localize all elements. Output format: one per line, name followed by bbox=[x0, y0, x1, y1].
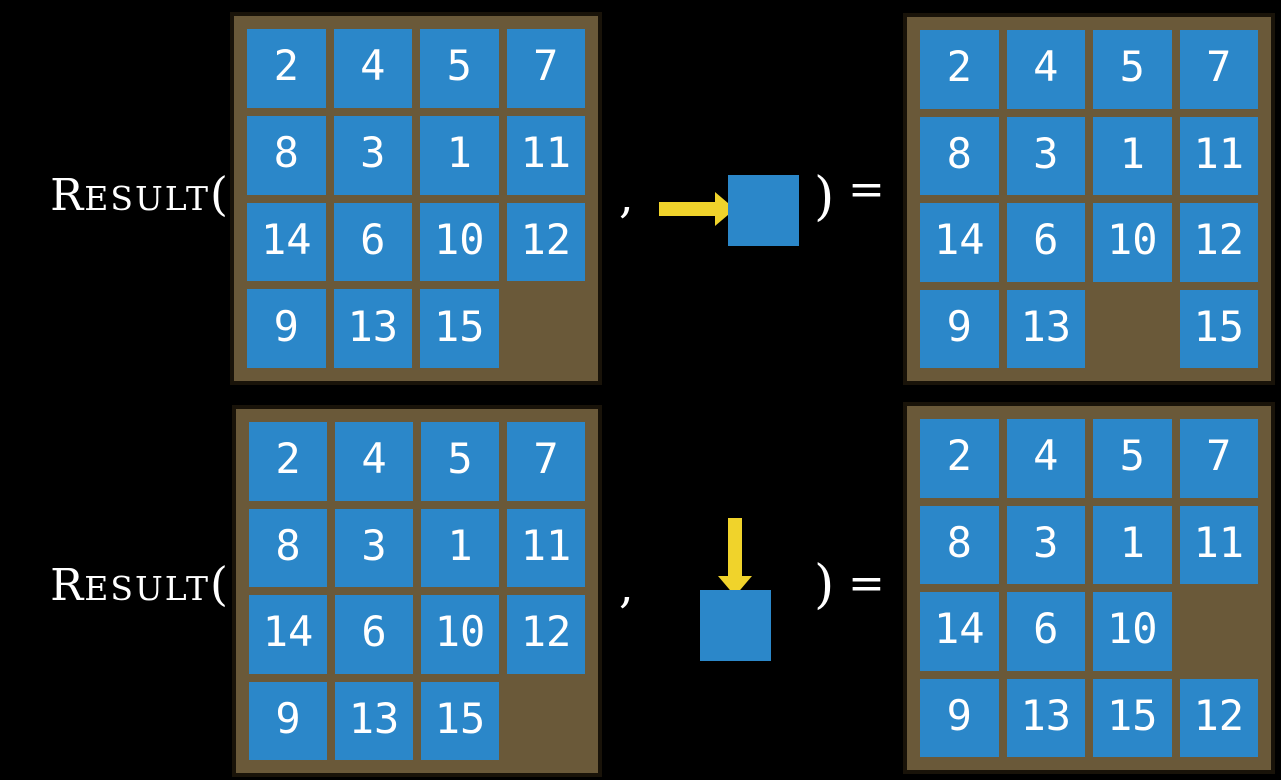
tile-3: 3 bbox=[1006, 505, 1085, 584]
close-paren: ) bbox=[814, 555, 835, 615]
close-paren: ) bbox=[814, 167, 835, 227]
tile-7: 7 bbox=[1179, 30, 1258, 109]
empty-cell bbox=[507, 682, 585, 761]
tile-5: 5 bbox=[420, 29, 499, 108]
empty-cell bbox=[1180, 592, 1259, 671]
tile-2: 2 bbox=[247, 29, 326, 108]
tile-11: 11 bbox=[507, 508, 585, 587]
tile-10: 10 bbox=[1093, 592, 1172, 671]
result-function-label: RESULT( bbox=[28, 171, 228, 218]
tile-13: 13 bbox=[1006, 289, 1085, 368]
function-name-initial: R bbox=[50, 560, 85, 611]
tile-15: 15 bbox=[1093, 678, 1172, 757]
tile-10: 10 bbox=[1093, 203, 1172, 282]
tile-10: 10 bbox=[420, 202, 499, 282]
action-tile bbox=[700, 590, 771, 661]
tile-9: 9 bbox=[249, 681, 327, 760]
tile-3: 3 bbox=[1006, 116, 1085, 195]
tile-9: 9 bbox=[920, 678, 999, 757]
empty-cell bbox=[1093, 290, 1172, 369]
down-arrow-icon bbox=[718, 518, 752, 596]
tile-13: 13 bbox=[335, 681, 413, 760]
tile-14: 14 bbox=[247, 202, 326, 282]
open-paren: ( bbox=[210, 557, 228, 611]
open-paren: ( bbox=[210, 167, 228, 221]
tile-4: 4 bbox=[1006, 419, 1085, 498]
tile-8: 8 bbox=[247, 115, 326, 195]
tile-11: 11 bbox=[1179, 116, 1258, 195]
tile-6: 6 bbox=[1006, 203, 1085, 282]
tile-14: 14 bbox=[249, 595, 327, 674]
tile-13: 13 bbox=[333, 289, 412, 368]
tile-1: 1 bbox=[1093, 116, 1172, 195]
tile-15: 15 bbox=[421, 681, 499, 760]
tile-1: 1 bbox=[1093, 505, 1172, 584]
equals-sign: = bbox=[848, 164, 885, 215]
result-function-label: RESULT( bbox=[28, 561, 228, 608]
tile-6: 6 bbox=[333, 202, 412, 282]
tile-2: 2 bbox=[920, 30, 999, 109]
function-name-rest: ESULT bbox=[84, 569, 211, 608]
tile-3: 3 bbox=[335, 508, 413, 587]
tile-12: 12 bbox=[1179, 203, 1258, 282]
tile-3: 3 bbox=[333, 115, 412, 195]
tile-5: 5 bbox=[421, 422, 499, 501]
tile-2: 2 bbox=[920, 419, 999, 498]
tile-11: 11 bbox=[506, 115, 585, 195]
equals-sign: = bbox=[848, 558, 885, 609]
tile-8: 8 bbox=[920, 505, 999, 584]
tile-7: 7 bbox=[506, 29, 585, 108]
tile-5: 5 bbox=[1093, 30, 1172, 109]
tile-13: 13 bbox=[1006, 678, 1085, 757]
right-arrow-icon bbox=[659, 192, 735, 226]
tile-11: 11 bbox=[1179, 505, 1258, 584]
tile-12: 12 bbox=[507, 595, 585, 674]
function-name-rest: ESULT bbox=[84, 179, 211, 218]
tile-6: 6 bbox=[1006, 592, 1085, 671]
tile-15: 15 bbox=[1179, 289, 1258, 368]
tile-9: 9 bbox=[247, 289, 326, 368]
action-tile bbox=[728, 175, 799, 246]
tile-1: 1 bbox=[420, 115, 499, 195]
tile-12: 12 bbox=[506, 202, 585, 282]
tile-5: 5 bbox=[1093, 419, 1172, 498]
comma: , bbox=[619, 559, 634, 613]
tile-4: 4 bbox=[335, 422, 413, 501]
tile-9: 9 bbox=[920, 289, 999, 368]
tile-4: 4 bbox=[333, 29, 412, 108]
tile-15: 15 bbox=[420, 289, 499, 368]
tile-14: 14 bbox=[920, 592, 999, 671]
action-arrow-slot bbox=[659, 192, 735, 226]
tile-4: 4 bbox=[1006, 30, 1085, 109]
function-name-initial: R bbox=[50, 170, 85, 221]
tile-8: 8 bbox=[249, 508, 327, 587]
empty-cell bbox=[507, 289, 586, 368]
tile-10: 10 bbox=[421, 595, 499, 674]
tile-7: 7 bbox=[507, 422, 585, 501]
action-arrow-slot bbox=[718, 518, 752, 596]
tile-2: 2 bbox=[249, 422, 327, 501]
tile-14: 14 bbox=[920, 203, 999, 282]
tile-8: 8 bbox=[920, 116, 999, 195]
tile-12: 12 bbox=[1179, 678, 1258, 757]
comma: , bbox=[619, 169, 634, 223]
tile-1: 1 bbox=[421, 508, 499, 587]
tile-6: 6 bbox=[335, 595, 413, 674]
tile-7: 7 bbox=[1179, 419, 1258, 498]
